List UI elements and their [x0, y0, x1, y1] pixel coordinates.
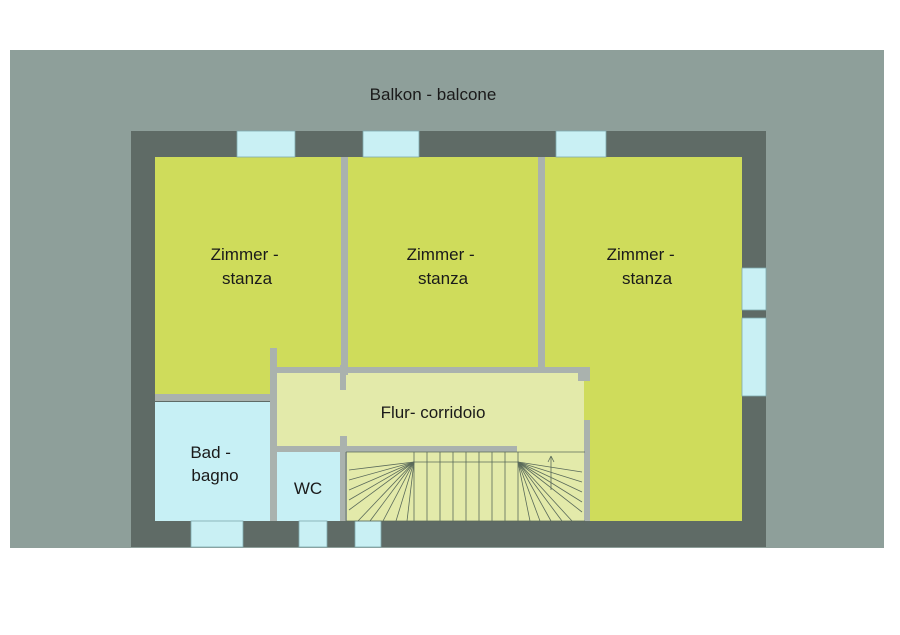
partitions	[155, 157, 590, 521]
window	[354, 520, 382, 548]
bathroom-label: Bad - bagno	[190, 443, 238, 485]
room-right-label: Zimmer - stanza	[607, 245, 680, 288]
stair-tread	[517, 461, 541, 522]
wc-label: WC	[294, 479, 322, 498]
stair-tread	[517, 461, 583, 473]
stair-tread	[406, 461, 415, 522]
balcony-edge	[766, 520, 884, 548]
window	[190, 520, 244, 548]
wc-area	[277, 452, 340, 521]
stair-tread	[348, 461, 415, 511]
stair-tread	[517, 461, 583, 483]
stair-tread	[395, 461, 415, 522]
stair-tread	[517, 461, 583, 493]
room-left-label: Zimmer - stanza	[211, 245, 284, 288]
corridor-label: Flur- corridoio	[381, 403, 486, 422]
stair-tread	[547, 455, 552, 463]
stair-tread	[550, 455, 555, 463]
room-middle-label: Zimmer - stanza	[407, 245, 480, 288]
bathroom-area	[155, 402, 271, 521]
window	[555, 130, 607, 158]
balcony-label: Balkon - balcone	[370, 85, 497, 104]
window	[298, 520, 328, 548]
windows	[190, 130, 767, 548]
stair-tread	[517, 461, 531, 522]
stair-tread	[357, 461, 415, 522]
stair-tread	[517, 461, 573, 522]
staircase	[345, 451, 585, 522]
stair-tread	[517, 461, 552, 522]
stair-tread	[517, 461, 563, 522]
room-left-lower	[155, 157, 273, 394]
stair-tread	[369, 461, 415, 522]
stair-tread	[382, 461, 415, 522]
stair-area	[345, 447, 585, 521]
corridor-area	[276, 373, 584, 447]
window	[362, 130, 420, 158]
stair-tread	[517, 461, 583, 513]
window	[741, 267, 767, 311]
stair-tread	[348, 461, 415, 491]
window	[741, 317, 767, 397]
window	[236, 130, 296, 158]
stair-tread	[348, 461, 415, 481]
stair-tread	[348, 461, 415, 501]
room-middle	[348, 157, 538, 370]
stair-tread	[348, 461, 415, 471]
stair-tread	[517, 461, 583, 503]
